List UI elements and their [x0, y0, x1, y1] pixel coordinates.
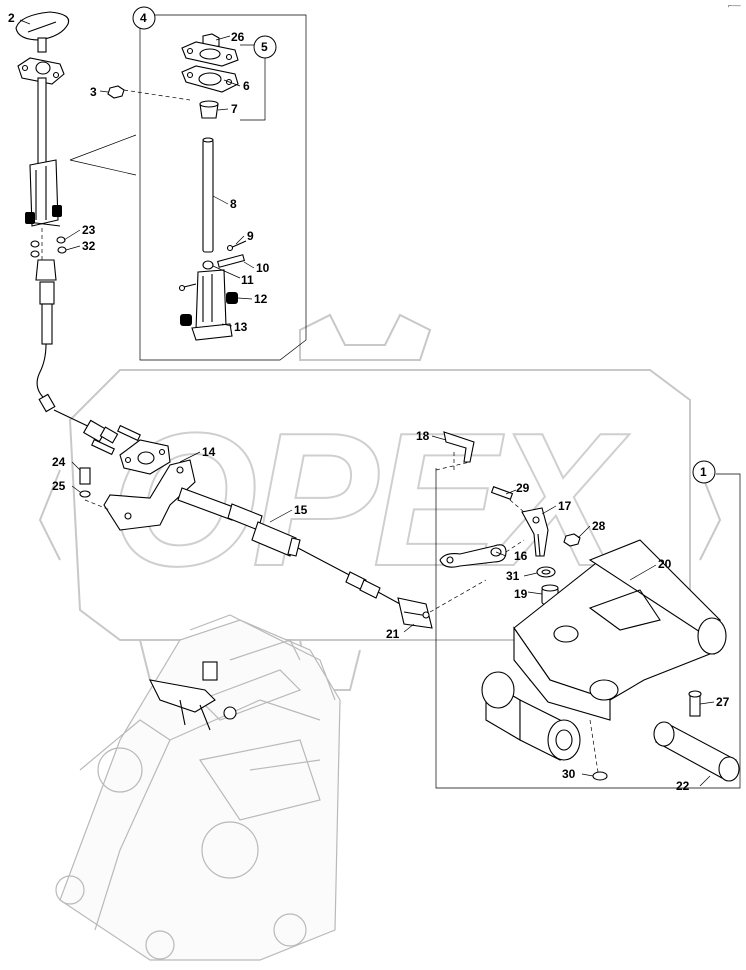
leader-lines [19, 19, 715, 787]
machine-background-sketch [55, 614, 341, 961]
callout-26: 26 [231, 30, 245, 44]
group-1-outline [435, 470, 741, 789]
group-1-label: 1 [700, 465, 707, 479]
callout-20: 20 [658, 557, 672, 571]
callout-3: 3 [90, 85, 97, 99]
callout-17: 17 [558, 499, 572, 513]
callout-8: 8 [230, 197, 237, 211]
callout-13: 13 [234, 320, 248, 334]
callout-23: 23 [82, 223, 96, 237]
page-marker: ⌐— [728, 1, 741, 10]
callout-29: 29 [516, 481, 530, 495]
group-4-outline [139, 14, 307, 361]
group-1-badge [692, 460, 716, 484]
callout-32: 32 [82, 239, 96, 253]
callout-27: 27 [716, 695, 730, 709]
callout-15: 15 [294, 503, 308, 517]
group-5-badge [253, 35, 277, 59]
callout-31: 31 [506, 569, 520, 583]
group-5-bracket [240, 44, 266, 121]
callout-30: 30 [562, 767, 576, 781]
callout-25: 25 [52, 479, 66, 493]
callout-16: 16 [514, 549, 528, 563]
callout-28: 28 [592, 519, 606, 533]
callout-12: 12 [254, 292, 268, 306]
group-5-label: 5 [261, 40, 268, 54]
callout-9: 9 [247, 229, 254, 243]
callout-10: 10 [256, 261, 270, 275]
callout-11: 11 [241, 273, 254, 287]
callout-6: 6 [243, 79, 250, 93]
group-4-badge [132, 6, 156, 30]
callout-2: 2 [8, 11, 15, 25]
callout-21: 21 [386, 627, 400, 641]
callout-7: 7 [231, 102, 238, 116]
group-4-label: 4 [140, 11, 147, 25]
callout-22: 22 [676, 779, 690, 793]
callout-18: 18 [416, 429, 430, 443]
callout-19: 19 [514, 587, 528, 601]
callout-14: 14 [202, 445, 216, 459]
callout-24: 24 [52, 455, 66, 469]
